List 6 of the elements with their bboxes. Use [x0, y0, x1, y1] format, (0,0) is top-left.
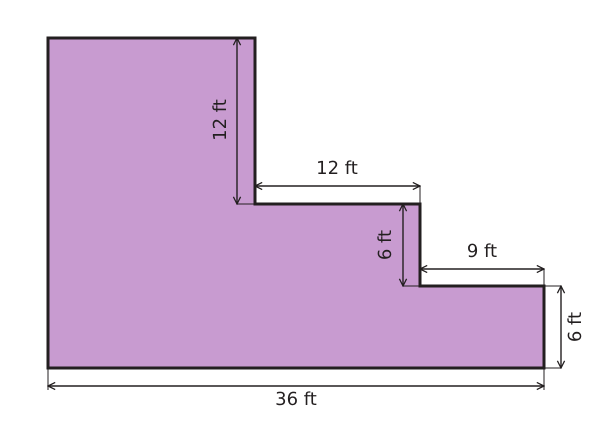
- dimension-label: 6 ft: [567, 312, 585, 342]
- dimension-label: 9 ft: [466, 243, 498, 261]
- dimension-label: 12 ft: [212, 99, 230, 141]
- dimension-label: 6 ft: [377, 230, 395, 260]
- dimension-label: 36 ft: [275, 391, 317, 409]
- dimension-label: 12 ft: [316, 160, 358, 178]
